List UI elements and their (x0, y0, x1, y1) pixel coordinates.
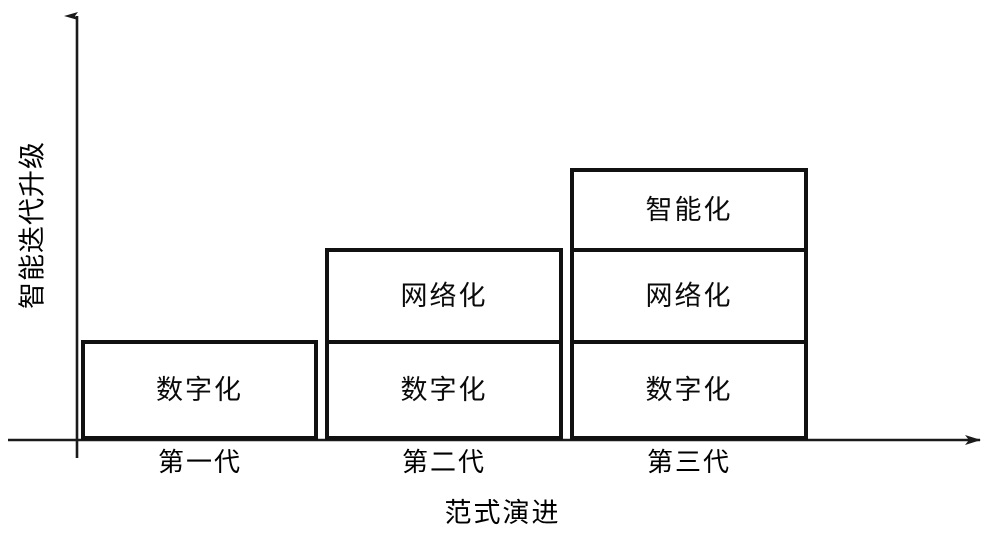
x-tick-label-generation-2: 第二代 (401, 448, 487, 478)
bar-segment-label: 智能化 (645, 194, 733, 226)
bar-segment-digitalization[interactable]: 数字化 (85, 344, 314, 436)
bar-generation-1[interactable]: 数字化 (81, 340, 318, 440)
bar-segment-networking[interactable]: 网络化 (329, 252, 559, 344)
x-tick-label-generation-1: 第一代 (157, 448, 243, 478)
bar-segment-label: 数字化 (645, 374, 733, 406)
bar-segment-digitalization[interactable]: 数字化 (329, 344, 559, 436)
bar-generation-3[interactable]: 智能化 网络化 数字化 (570, 168, 808, 440)
x-tick-label-generation-3: 第三代 (646, 448, 732, 478)
bar-segment-label: 数字化 (400, 374, 488, 406)
bar-segment-label: 网络化 (400, 280, 488, 312)
bar-segment-networking[interactable]: 网络化 (574, 252, 804, 344)
bar-segment-digitalization[interactable]: 数字化 (574, 344, 804, 436)
bar-segment-intelligentization[interactable]: 智能化 (574, 172, 804, 252)
x-axis-title: 范式演进 (444, 498, 561, 529)
y-axis-title: 智能迭代升级 (17, 141, 49, 309)
bar-segment-label: 数字化 (156, 374, 243, 406)
bar-generation-2[interactable]: 网络化 数字化 (325, 248, 563, 440)
bar-segment-label: 网络化 (645, 280, 733, 312)
